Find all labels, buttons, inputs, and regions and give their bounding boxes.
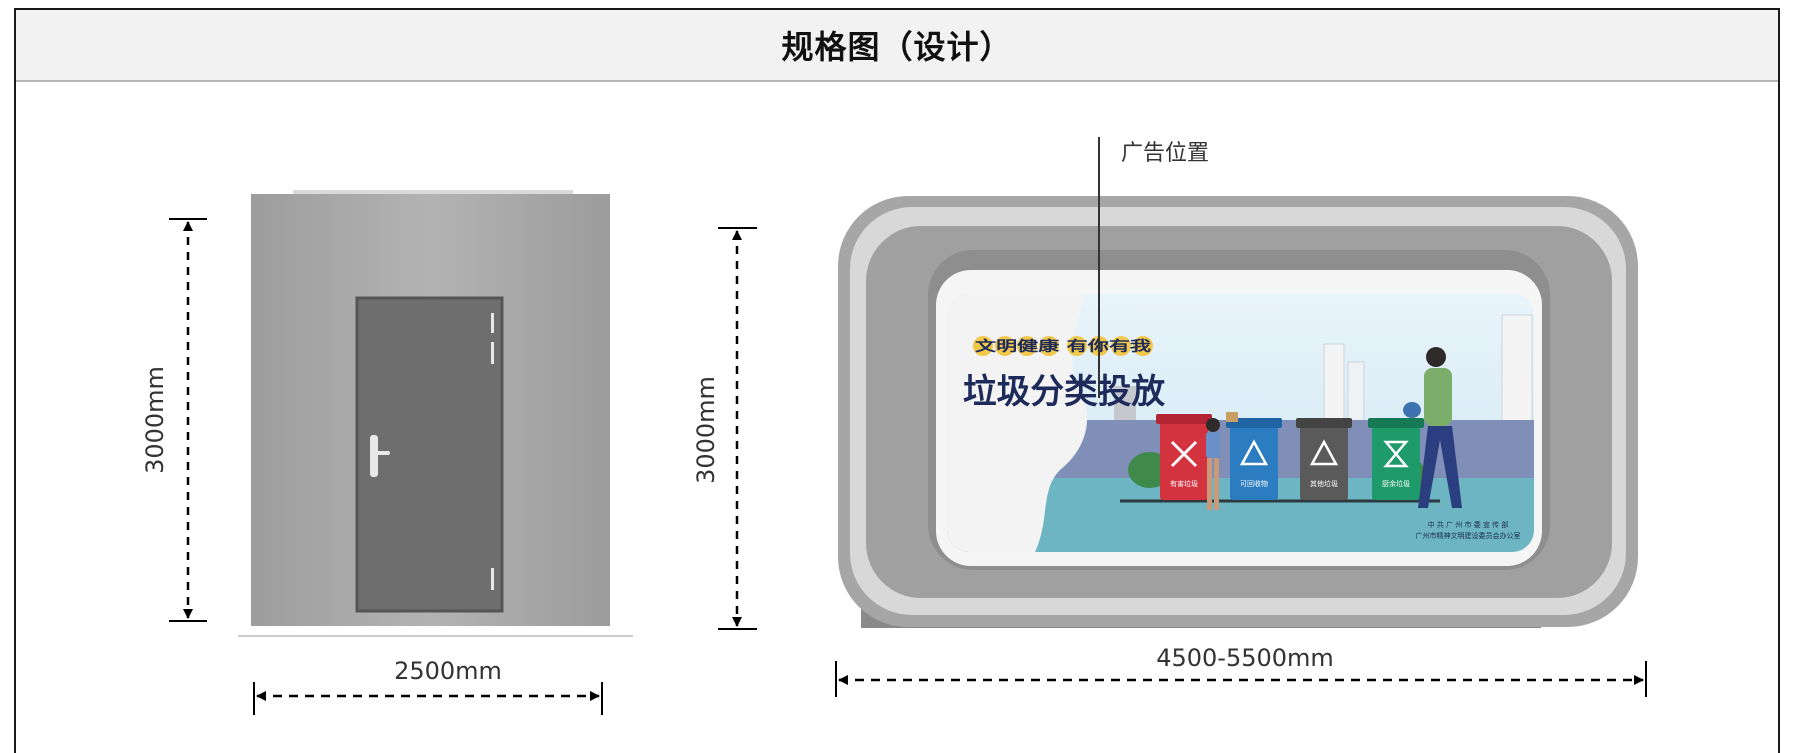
right-width-dimension: 4500-5500mm	[835, 644, 1647, 697]
building	[1501, 314, 1533, 426]
header-bar: 规格图（设计）	[16, 10, 1778, 82]
door-hinge	[491, 568, 494, 590]
ad-position-label: 广告位置	[1121, 141, 1209, 166]
bin-hazardous	[1156, 414, 1212, 500]
building	[1347, 361, 1365, 425]
bin-label: 其他垃圾	[1310, 479, 1338, 488]
billboard-credit-line2: 广州市精神文明建设委员会办公室	[1416, 531, 1521, 540]
bin-kitchen	[1368, 418, 1424, 500]
ad-position-callout: 广告位置	[1098, 137, 1209, 398]
left-width-label: 2500mm	[394, 657, 502, 685]
door-hinge	[491, 313, 494, 333]
billboard-left-panel	[947, 293, 1088, 552]
bin-other	[1296, 418, 1352, 500]
bin-label: 可回收物	[1240, 479, 1268, 488]
right-height-dimension: 3000mm	[692, 227, 757, 630]
door-handle-lever	[374, 451, 390, 455]
left-height-dimension: 3000mm	[141, 218, 207, 622]
bin-label: 有害垃圾	[1170, 479, 1198, 488]
left-height-label: 3000mm	[141, 366, 169, 474]
booth-side-view: 有害垃圾 可回收物 其他垃圾 厨余垃圾	[838, 196, 1638, 628]
child-figure	[1206, 412, 1238, 510]
right-height-label: 3000mm	[692, 376, 720, 484]
booth-front-view	[238, 190, 633, 637]
page-title: 规格图（设计）	[781, 28, 1013, 66]
building	[1114, 386, 1136, 424]
left-width-dimension: 2500mm	[253, 657, 603, 715]
billboard: 有害垃圾 可回收物 其他垃圾 厨余垃圾	[947, 293, 1534, 552]
billboard-title: 垃圾分类投放	[963, 372, 1165, 412]
billboard-credit-line1: 中 共 广 州 市 委 宣 传 部	[1428, 520, 1509, 529]
door-hinge	[491, 342, 494, 364]
door-handle	[370, 435, 378, 477]
right-width-label: 4500-5500mm	[1156, 644, 1334, 672]
billboard-slogan: 文明健康 有你有我	[975, 338, 1151, 355]
bin-label: 厨余垃圾	[1382, 479, 1410, 488]
building	[1323, 343, 1345, 425]
bin-recyclable	[1226, 418, 1282, 500]
adult-figure	[1403, 347, 1462, 508]
